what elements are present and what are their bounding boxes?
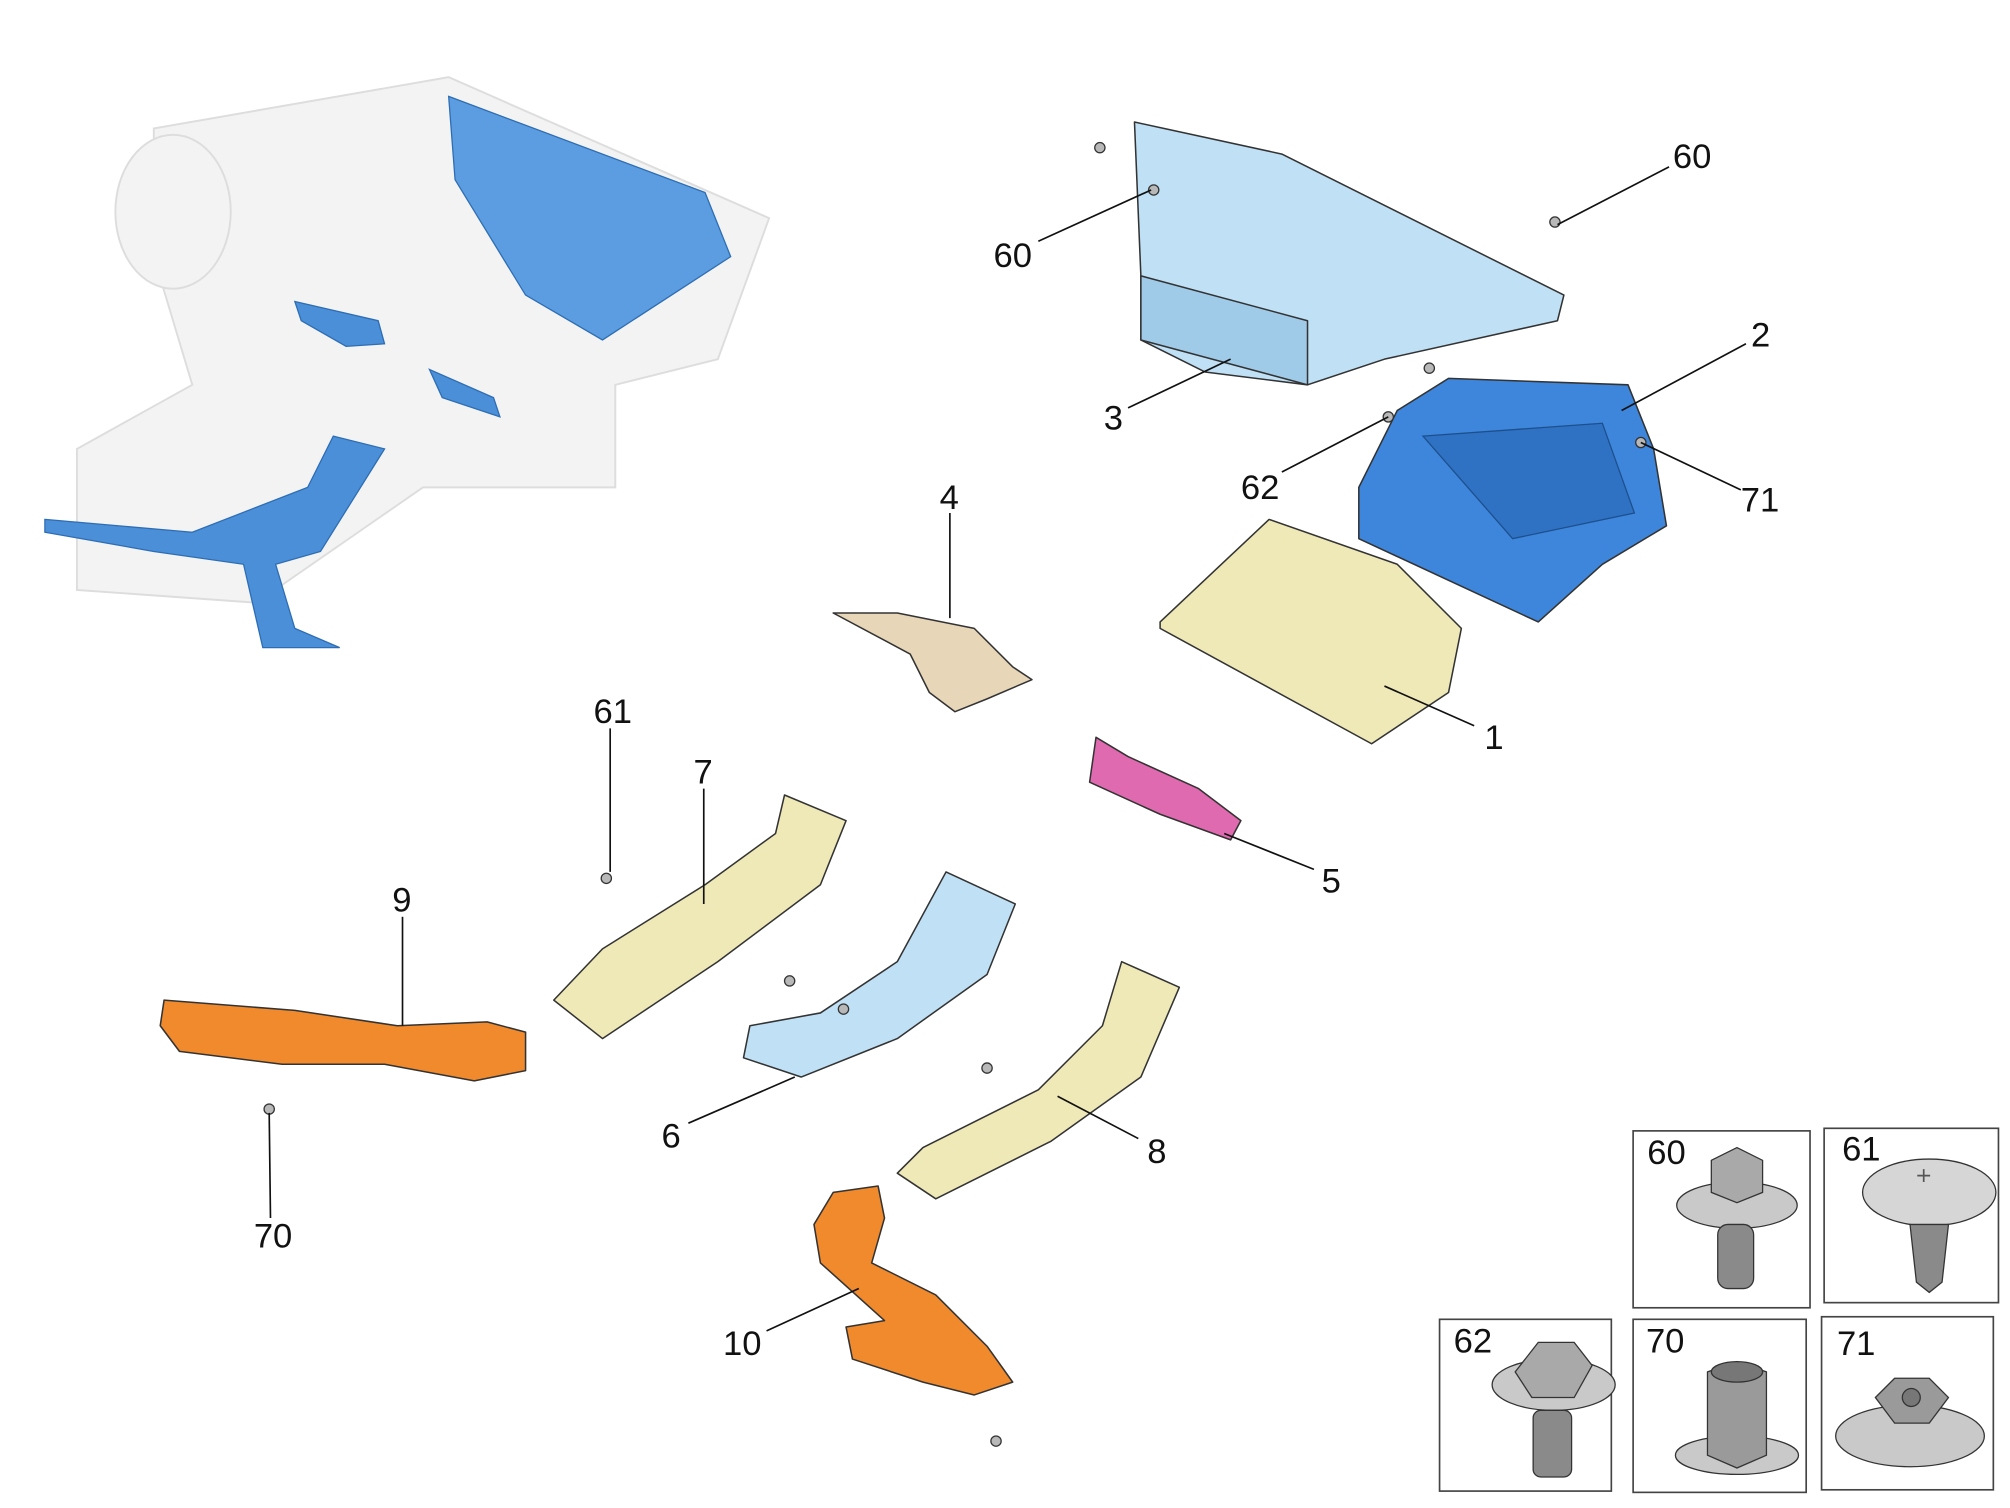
- detail-box-60: 60: [1632, 1130, 1811, 1309]
- part-10-duct: [813, 1185, 1014, 1396]
- callout-1: 1: [1484, 719, 1503, 757]
- assembly-fasteners: [263, 141, 1647, 1447]
- svg-text:60: 60: [1647, 1134, 1686, 1172]
- overview-upper-duct: [447, 95, 732, 341]
- overview-floor-ducts: [44, 435, 386, 649]
- callout-8: 8: [1147, 1133, 1166, 1171]
- callout-2: 2: [1751, 316, 1770, 354]
- callout-6: 6: [661, 1118, 680, 1156]
- part-5-duct: [1088, 736, 1242, 841]
- part-8-duct: [896, 960, 1181, 1200]
- detail-box-71: 71: [1820, 1315, 1995, 1491]
- svg-text:61: 61: [1842, 1130, 1880, 1168]
- part-4-duct: [832, 612, 1033, 713]
- callout-10: 10: [723, 1325, 762, 1363]
- callout-71: 71: [1741, 482, 1780, 520]
- svg-text:62: 62: [1454, 1323, 1492, 1361]
- svg-text:71: 71: [1837, 1325, 1876, 1363]
- callout-61: 61: [594, 693, 633, 731]
- detail-box-70: 70: [1632, 1318, 1808, 1494]
- dashboard-overview: [44, 76, 771, 649]
- detail-box-62: 62: [1438, 1318, 1616, 1492]
- detail-box-61: 61 +: [1823, 1127, 2000, 1304]
- svg-text:+: +: [1915, 1163, 1932, 1187]
- part-7-duct: [553, 794, 847, 1040]
- callout-7: 7: [694, 753, 713, 791]
- callout-9: 9: [392, 882, 411, 920]
- part-9-duct: [159, 999, 527, 1082]
- svg-text:70: 70: [1646, 1323, 1685, 1361]
- callout-3: 3: [1104, 400, 1123, 438]
- part-6-duct: [742, 871, 1017, 1078]
- leader-lines: [268, 166, 1747, 1332]
- callout-70: 70: [254, 1218, 293, 1256]
- callout-5: 5: [1322, 862, 1341, 900]
- callout-60: 60: [993, 237, 1032, 275]
- callout-62: 62: [1241, 469, 1280, 507]
- callout-60: 60: [1673, 138, 1712, 176]
- callout-4: 4: [940, 479, 959, 517]
